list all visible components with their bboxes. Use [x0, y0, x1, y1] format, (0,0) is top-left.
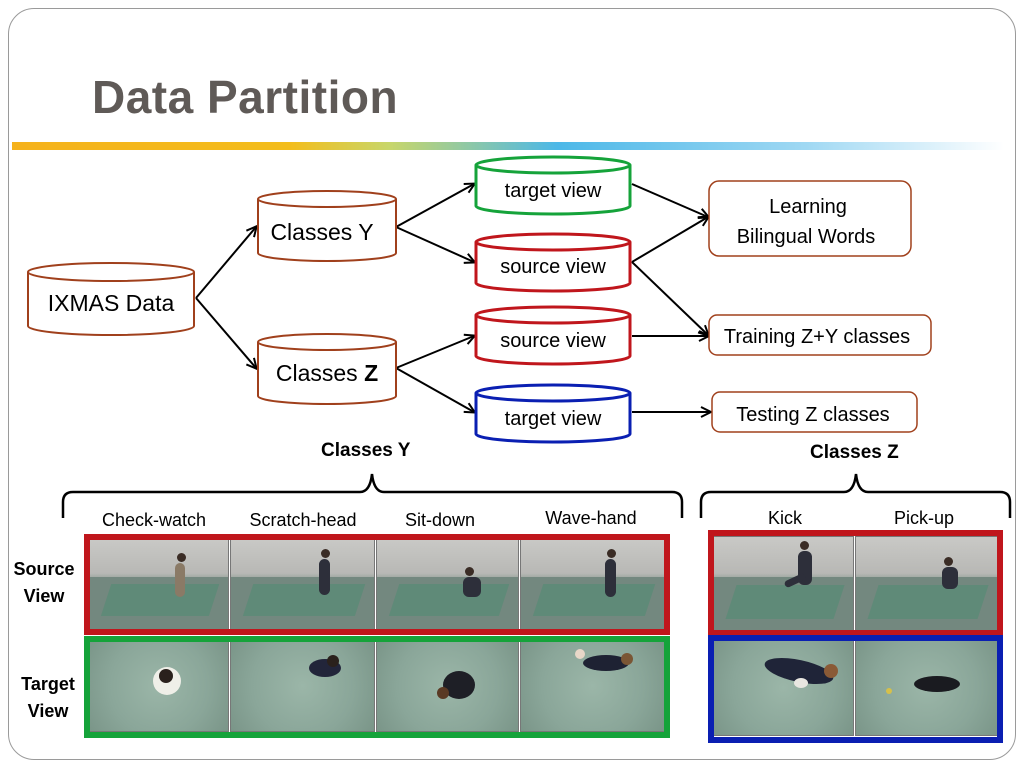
z-target-view-cylinder: target view — [474, 383, 632, 444]
source-frame-kick — [713, 536, 854, 633]
row-label-target-line1: Target — [21, 674, 75, 694]
arrow-y-to-source — [395, 226, 474, 262]
arrow-ysource-to-training — [631, 261, 708, 335]
z-source-view-cylinder: source view — [474, 305, 632, 366]
column-label-check-watch: Check-watch — [101, 510, 207, 530]
source-frame-sit-down — [376, 538, 519, 630]
classes-z-heading: Classes Z — [810, 442, 899, 463]
classes-z-label: Classes Z — [276, 360, 378, 386]
row-label-source-line1: Source — [13, 559, 75, 579]
slide-title: Data Partition — [92, 71, 399, 123]
target-frame-sit-down — [376, 640, 519, 732]
arrow-ysource-to-learning — [631, 217, 708, 263]
learning-bilingual-words-box: Learning Bilingual Words — [708, 180, 912, 257]
y-target-view-label: target view — [505, 180, 602, 202]
arrow-ixmas-to-classes-z — [195, 297, 256, 368]
brace-classes-z — [699, 473, 1012, 518]
classes-y-label: Classes Y — [270, 219, 373, 245]
column-label-pick-up: Pick-up — [893, 508, 955, 528]
column-label-wave-hand: Wave-hand — [545, 508, 637, 528]
arrow-ytarget-to-learning — [631, 183, 708, 217]
testing-label: Testing Z classes — [736, 404, 889, 426]
row-label-target-line2: View — [27, 701, 69, 721]
source-frame-wave-hand — [520, 538, 665, 630]
row-label-source-view: Source View — [8, 556, 80, 610]
arrow-z-to-target — [395, 367, 474, 412]
learning-line2: Bilingual Words — [737, 226, 876, 248]
diagram-arrows — [195, 183, 710, 412]
brace-classes-y — [61, 473, 684, 518]
source-frame-pick-up — [855, 536, 998, 633]
source-frame-scratch-head — [230, 538, 375, 630]
classes-z-letter: Z — [364, 360, 378, 386]
training-box: Training Z+Y classes — [708, 314, 932, 356]
classes-y-heading: Classes Y — [321, 440, 411, 461]
arrow-z-to-source — [395, 336, 474, 369]
testing-box: Testing Z classes — [711, 391, 918, 433]
row-label-source-line2: View — [23, 586, 65, 606]
target-frame-pick-up — [855, 639, 998, 736]
learning-line1: Learning — [769, 196, 847, 218]
classes-z-cylinder: Classes Z — [257, 333, 397, 405]
target-frame-kick — [713, 639, 854, 736]
column-label-scratch-head: Scratch-head — [249, 510, 357, 530]
title-underline-bar — [12, 142, 1004, 150]
z-source-view-label: source view — [500, 330, 606, 352]
target-frame-check-watch — [88, 640, 229, 732]
arrow-y-to-target — [395, 184, 474, 228]
column-label-sit-down: Sit-down — [404, 510, 476, 530]
classes-y-cylinder: Classes Y — [257, 190, 397, 262]
arrow-ixmas-to-classes-y — [195, 227, 256, 299]
y-source-view-cylinder: source view — [474, 232, 632, 293]
training-label: Training Z+Y classes — [724, 326, 910, 348]
y-source-view-label: source view — [500, 256, 606, 278]
column-label-kick: Kick — [767, 508, 802, 528]
source-frame-check-watch — [88, 538, 229, 630]
ixmas-data-label: IXMAS Data — [48, 290, 175, 316]
z-target-view-label: target view — [505, 408, 602, 430]
y-target-view-cylinder: target view — [474, 155, 632, 216]
target-frame-scratch-head — [230, 640, 375, 732]
target-frame-wave-hand — [520, 640, 665, 732]
row-label-target-view: Target View — [10, 671, 86, 725]
ixmas-data-cylinder: IXMAS Data — [27, 262, 195, 336]
